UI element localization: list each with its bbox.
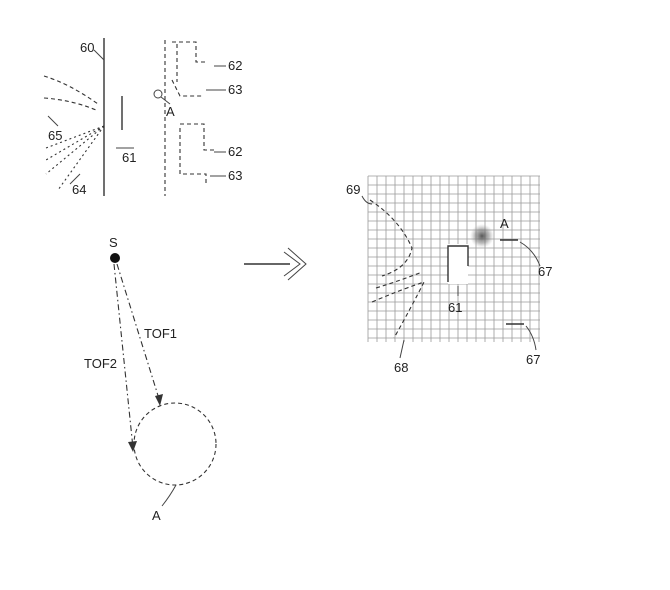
transform-arrow <box>244 247 307 281</box>
label-60: 60 <box>80 40 94 55</box>
obstacle-61-grid <box>448 244 468 284</box>
tof1-path <box>116 263 161 403</box>
label-67-upper: 67 <box>538 264 552 279</box>
leader-64 <box>69 173 81 185</box>
point-a-leader <box>160 96 171 105</box>
source-point <box>110 253 120 263</box>
label-a-scene: A <box>166 104 175 119</box>
label-63-lower: 63 <box>228 168 242 183</box>
leader-69 <box>361 195 373 205</box>
point-a-marker <box>153 89 163 99</box>
hotspot-a <box>470 224 494 248</box>
leader-a-tof <box>161 484 177 507</box>
label-61-grid: 61 <box>448 300 462 315</box>
equidistant-circle <box>133 402 217 486</box>
wall-curve-69 <box>369 199 413 277</box>
ray-2 <box>45 125 105 161</box>
grid-panel: 69 A 67 61 68 67 <box>346 175 552 375</box>
obstacle-61-outline <box>447 245 469 282</box>
label-62-upper: 62 <box>228 58 242 73</box>
label-a-grid: A <box>500 216 509 231</box>
object-62-upper <box>172 41 208 63</box>
label-a-tof: A <box>152 508 161 523</box>
label-63-upper: 63 <box>228 82 242 97</box>
label-source: S <box>109 235 118 250</box>
label-tof1: TOF1 <box>144 326 177 341</box>
ray-1 <box>45 125 105 149</box>
scene-panel: 60 62 63 A 65 61 62 63 64 <box>43 38 242 197</box>
leader-65 <box>47 115 59 127</box>
label-65: 65 <box>48 128 62 143</box>
object-63-lower <box>179 128 207 184</box>
object-63-upper <box>171 79 204 97</box>
tof-panel: S TOF1 TOF2 A <box>84 235 217 523</box>
ray-65-top <box>43 75 99 105</box>
tof2-arrowhead <box>128 441 137 452</box>
label-62-lower: 62 <box>228 144 242 159</box>
label-67-lower: 67 <box>526 352 540 367</box>
tof2-path <box>113 263 134 449</box>
leader-60 <box>93 49 105 61</box>
ray-4 <box>57 125 105 191</box>
label-68: 68 <box>394 360 408 375</box>
leader-68 <box>399 339 405 359</box>
wall-curve-mid <box>375 271 423 289</box>
tof1-arrowhead <box>155 394 163 406</box>
label-69: 69 <box>346 182 360 197</box>
ray-65-mid <box>43 97 97 111</box>
leader-67-upper <box>519 241 541 267</box>
label-61-scene: 61 <box>122 150 136 165</box>
label-tof2: TOF2 <box>84 356 117 371</box>
leader-67-lower <box>525 325 537 351</box>
object-62-lower <box>180 123 214 151</box>
label-64: 64 <box>72 182 86 197</box>
wall-curve-68 <box>371 281 426 339</box>
